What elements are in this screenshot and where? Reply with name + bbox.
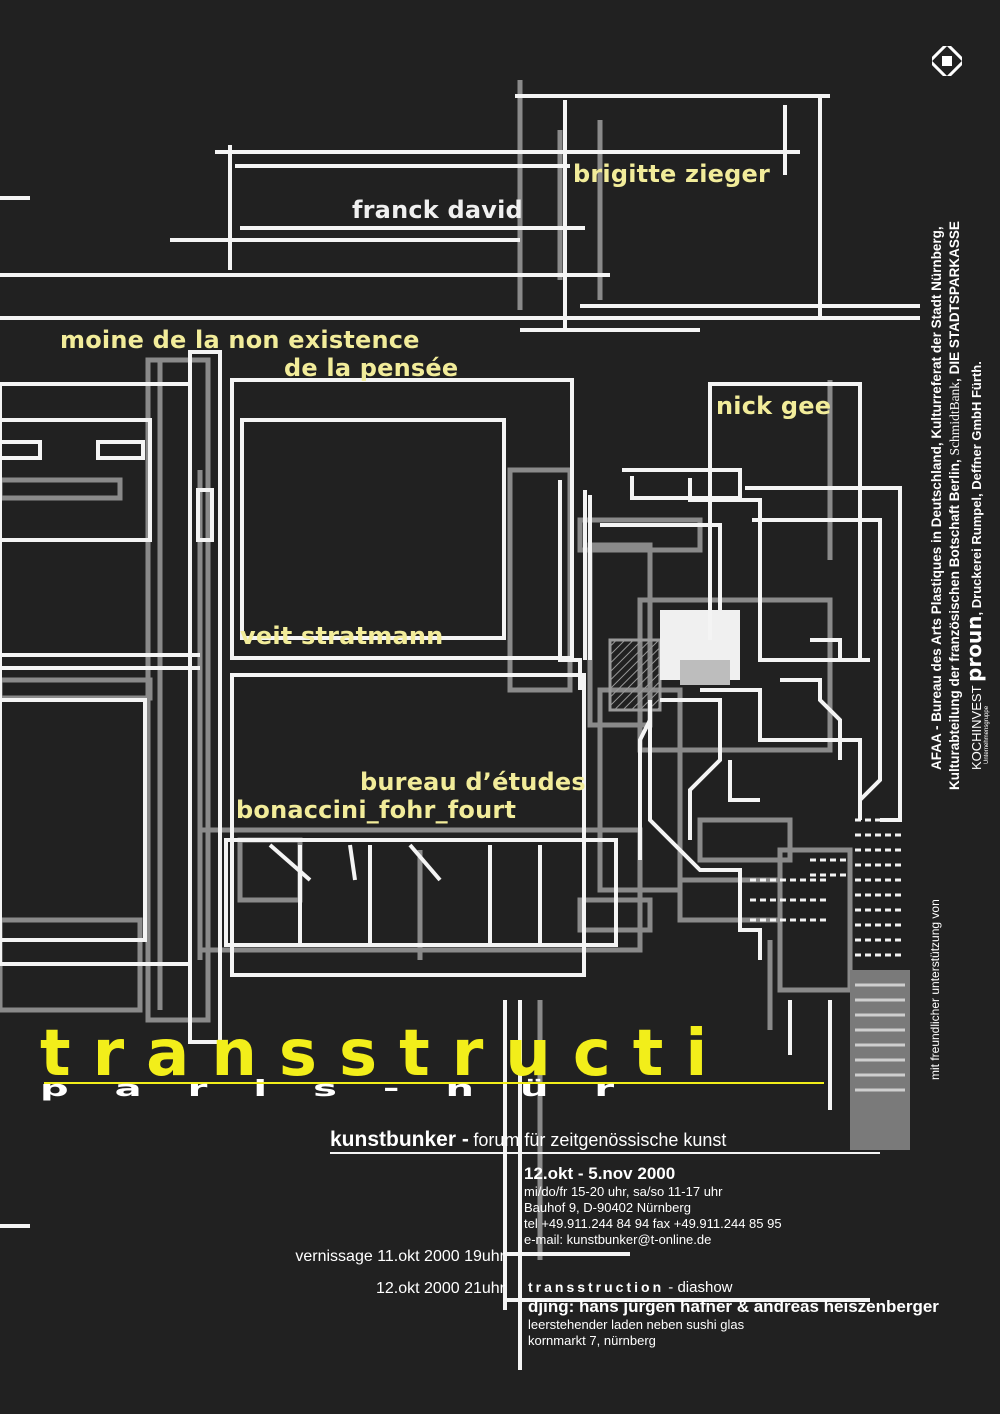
venue-email: e-mail: kunstbunker@t-online.de bbox=[524, 1232, 712, 1247]
event-address: kornmarkt 7, nürnberg bbox=[528, 1333, 656, 1348]
vernissage-date: vernissage 11.okt 2000 19uhr bbox=[295, 1248, 505, 1265]
venue-line: kunstbunker - forum für zeitgenössische … bbox=[330, 1128, 726, 1152]
diashow-title: transstruction bbox=[528, 1279, 665, 1295]
stadtsparkasse-logo-icon bbox=[932, 46, 962, 76]
venue-name: kunstbunker - bbox=[330, 1128, 469, 1151]
artist-veit-stratmann: veit stratmann bbox=[240, 622, 444, 650]
artist-bureau-line1: bureau d’études bbox=[360, 768, 586, 796]
venue-address: Bauhof 9, D-90402 Nürnberg bbox=[524, 1200, 691, 1215]
artist-nick-gee: nick gee bbox=[716, 392, 832, 420]
diashow-event: transstruction - diashow djing: hans jür… bbox=[528, 1278, 939, 1349]
venue-forum: forum für zeitgenössische kunst bbox=[473, 1130, 727, 1150]
exhibition-dates: 12.okt - 5.nov 2000 bbox=[524, 1164, 676, 1183]
opening-hours: mi/do/fr 15-20 uhr, sa/so 11-17 uhr bbox=[524, 1184, 723, 1199]
exhibition-info: 12.okt - 5.nov 2000 mi/do/fr 15-20 uhr, … bbox=[524, 1164, 782, 1248]
poster-title: transstructi bbox=[40, 1017, 730, 1091]
artist-franck-david: franck david bbox=[352, 196, 523, 224]
event-place: leerstehender laden neben sushi glas bbox=[528, 1317, 745, 1332]
poster-subtitle: paris-nür bbox=[40, 1076, 661, 1102]
artist-bureau-line2: bonaccini_fohr_fourt bbox=[236, 796, 517, 824]
artist-moine-line2: de la pensée bbox=[284, 354, 459, 382]
venue-phone: tel +49.911.244 84 94 fax +49.911.244 85… bbox=[524, 1216, 782, 1231]
diashow-suffix: - diashow bbox=[664, 1279, 733, 1296]
artist-brigitte-zieger: brigitte zieger bbox=[573, 160, 770, 188]
diashow-date: 12.okt 2000 21uhr bbox=[376, 1280, 505, 1297]
artist-moine-line1: moine de la non existence bbox=[60, 326, 420, 354]
title-underline bbox=[44, 1082, 824, 1084]
djing-line: djing: hans jürgen hafner & andreas heis… bbox=[528, 1297, 939, 1316]
